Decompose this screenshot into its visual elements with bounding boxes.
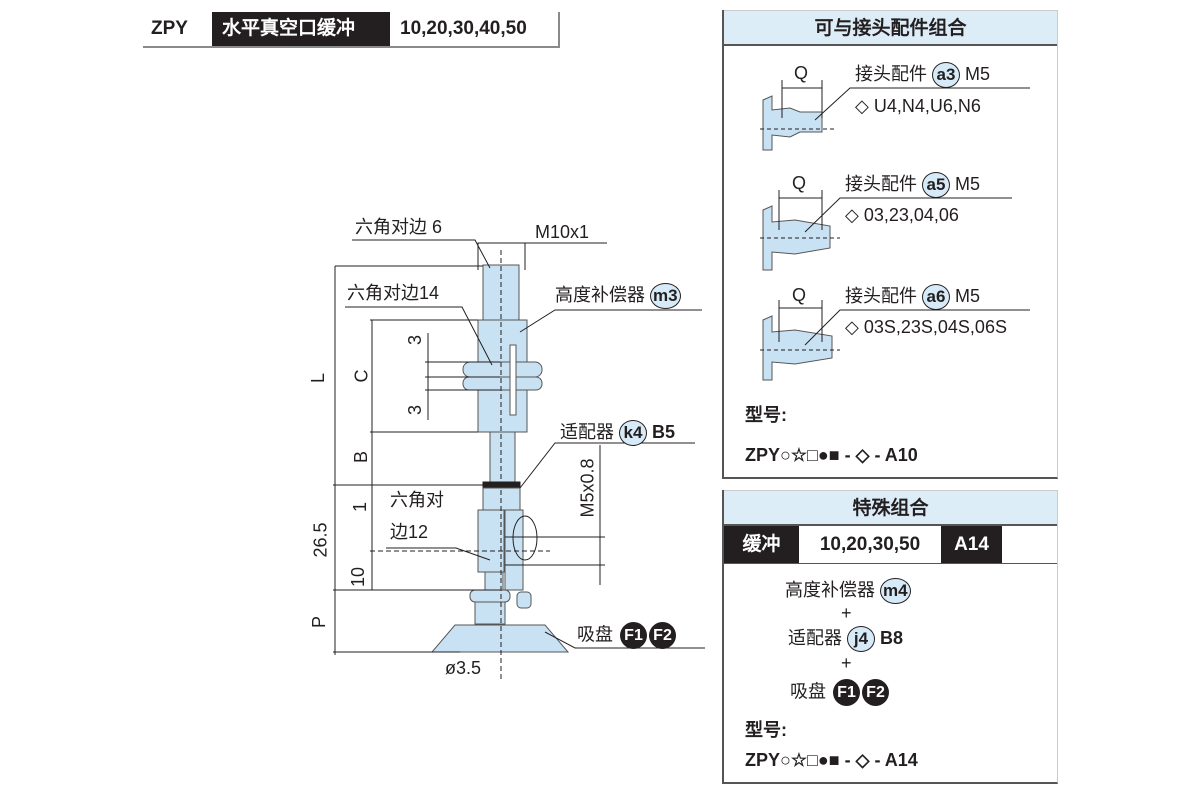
pad-code-f1: F1	[833, 679, 861, 706]
special-compensator: 高度补偿器 m4	[785, 578, 911, 604]
pad-text: 吸盘	[790, 681, 826, 702]
adapter-code-badge: k4	[619, 420, 648, 446]
pad-code-f2: F2	[649, 622, 677, 649]
thread-top-label: M10x1	[535, 222, 590, 242]
adapter-size: B8	[880, 627, 904, 648]
buffer-code: A14	[941, 526, 1002, 563]
pad-text: 吸盘	[577, 624, 613, 645]
compensator-code-badge: m4	[880, 578, 911, 604]
buffer-label: 缓冲	[724, 526, 799, 563]
fittings-model-label: 型号:	[745, 405, 787, 425]
series-type: 水平真空口缓冲	[212, 12, 390, 46]
dim-3-lower: 3	[405, 404, 426, 416]
fittings-model-code: ZPY○☆□●■ - ◇ - A10	[745, 445, 918, 465]
fitting-size: M5	[955, 173, 981, 194]
thread-side-label: M5x0.8	[577, 458, 598, 518]
special-model-label: 型号:	[745, 720, 787, 740]
fitting-code-badge: a6	[922, 284, 951, 310]
dim-L: L	[308, 372, 329, 384]
fitting-code-badge: a3	[932, 62, 961, 88]
q-label-2: Q	[792, 173, 807, 193]
special-model-code: ZPY○☆□●■ - ◇ - A14	[745, 750, 918, 770]
fitting-a5: 接头配件 a5 M5	[845, 172, 980, 198]
hex14-label: 六角对边14	[347, 283, 440, 303]
hex6-label: 六角对边 6	[355, 217, 443, 237]
fitting-a6: 接头配件 a6 M5	[845, 284, 980, 310]
fittings-title: 可与接头配件组合	[724, 10, 1057, 46]
fitting-text: 接头配件	[845, 173, 917, 194]
dim-26-5: 26.5	[310, 522, 331, 558]
plus-sign-1: +	[841, 603, 852, 623]
special-adapter: 适配器 j4 B8	[788, 626, 903, 652]
dim-10: 10	[348, 566, 369, 588]
adapter-text: 适配器	[560, 421, 614, 442]
compensator-code-badge: m3	[650, 283, 681, 309]
fittings-panel: 可与接头配件组合	[722, 10, 1058, 479]
adapter-code-badge: j4	[847, 626, 876, 652]
pad-code-f2: F2	[862, 679, 890, 706]
compensator-text: 高度补偿器	[555, 284, 645, 305]
adapter-label: 适配器 k4 B5	[560, 420, 675, 446]
fitting-a6-options: ◇ 03S,23S,04S,06S	[845, 317, 1007, 337]
series-header: ZPY 水平真空口缓冲 10,20,30,40,50	[143, 12, 560, 48]
fitting-a3-options: ◇ U4,N4,U6,N6	[855, 96, 981, 116]
fitting-a3: 接头配件 a3 M5	[855, 62, 990, 88]
hex12-line2: 边12	[390, 522, 429, 542]
dim-3-upper: 3	[405, 334, 426, 346]
fitting-size: M5	[965, 63, 991, 84]
dim-P: P	[309, 615, 330, 629]
pad-code-f1: F1	[620, 622, 648, 649]
fitting-text: 接头配件	[855, 63, 927, 84]
plus-sign-2: +	[841, 653, 852, 673]
q-label-3: Q	[792, 285, 807, 305]
special-panel: 特殊组合 缓冲 10,20,30,50 A14	[722, 490, 1058, 784]
compensator-text: 高度补偿器	[785, 579, 875, 600]
dim-C: C	[351, 369, 372, 383]
q-label-1: Q	[794, 63, 809, 83]
diameter-label: ø3.5	[445, 658, 482, 678]
fitting-code-badge: a5	[922, 172, 951, 198]
compensator-label: 高度补偿器 m3	[555, 283, 681, 309]
buffer-strokes: 10,20,30,50	[819, 534, 921, 555]
hex12-line1: 六角对	[390, 490, 444, 510]
special-buffer-row: 缓冲 10,20,30,50 A14	[724, 526, 1057, 564]
adapter-size: B5	[652, 421, 676, 442]
dim-1: 1	[350, 501, 371, 513]
series-strokes: 10,20,30,40,50	[390, 12, 560, 46]
fitting-a5-options: ◇ 03,23,04,06	[845, 205, 959, 225]
fitting-text: 接头配件	[845, 285, 917, 306]
series-code: ZPY	[151, 18, 188, 39]
dim-B: B	[351, 450, 372, 464]
special-title: 特殊组合	[724, 490, 1057, 526]
fitting-size: M5	[955, 285, 981, 306]
adapter-text: 适配器	[788, 627, 842, 648]
